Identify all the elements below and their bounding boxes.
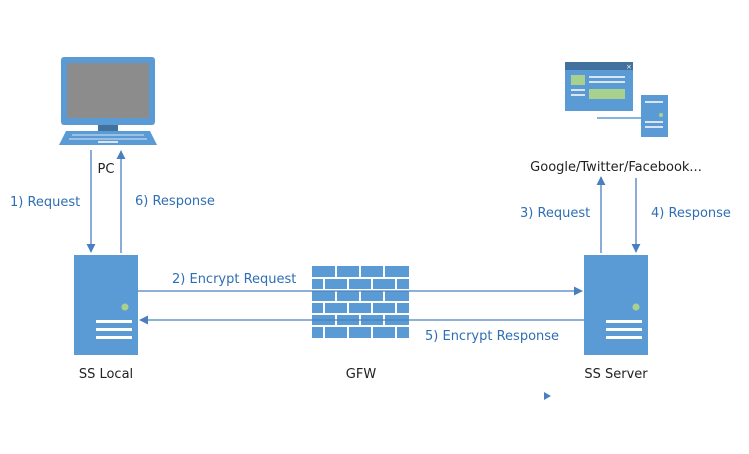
ss-server-node: SS Server (584, 255, 648, 382)
ss-server-label: SS Server (584, 367, 648, 382)
edge-1-label: 1) Request (10, 195, 80, 210)
websites-node: × Google/Twitter/Facebook... (530, 62, 702, 175)
gfw-node: GFW (312, 266, 409, 382)
server-icon (74, 255, 138, 355)
edge-5-label: 5) Encrypt Response (425, 329, 559, 344)
firewall-brick-wall-icon (312, 266, 409, 338)
ss-local-label: SS Local (79, 367, 133, 382)
pc-node: PC (59, 57, 157, 177)
edge-2-label: 2) Encrypt Request (172, 272, 296, 287)
web-server-icon: × (565, 62, 668, 137)
svg-text:×: × (626, 63, 632, 71)
server-icon (584, 255, 648, 355)
gfw-label: GFW (346, 367, 377, 382)
computer-icon (59, 57, 157, 145)
pc-label: PC (98, 162, 115, 177)
edge-4-label: 4) Response (651, 206, 731, 221)
edge-3-label: 3) Request (520, 206, 590, 221)
edge-6-label: 6) Response (135, 194, 215, 209)
ss-local-node: SS Local (74, 255, 138, 382)
edges (86, 150, 641, 325)
websites-label: Google/Twitter/Facebook... (530, 160, 702, 175)
play-triangle-icon (544, 392, 551, 400)
